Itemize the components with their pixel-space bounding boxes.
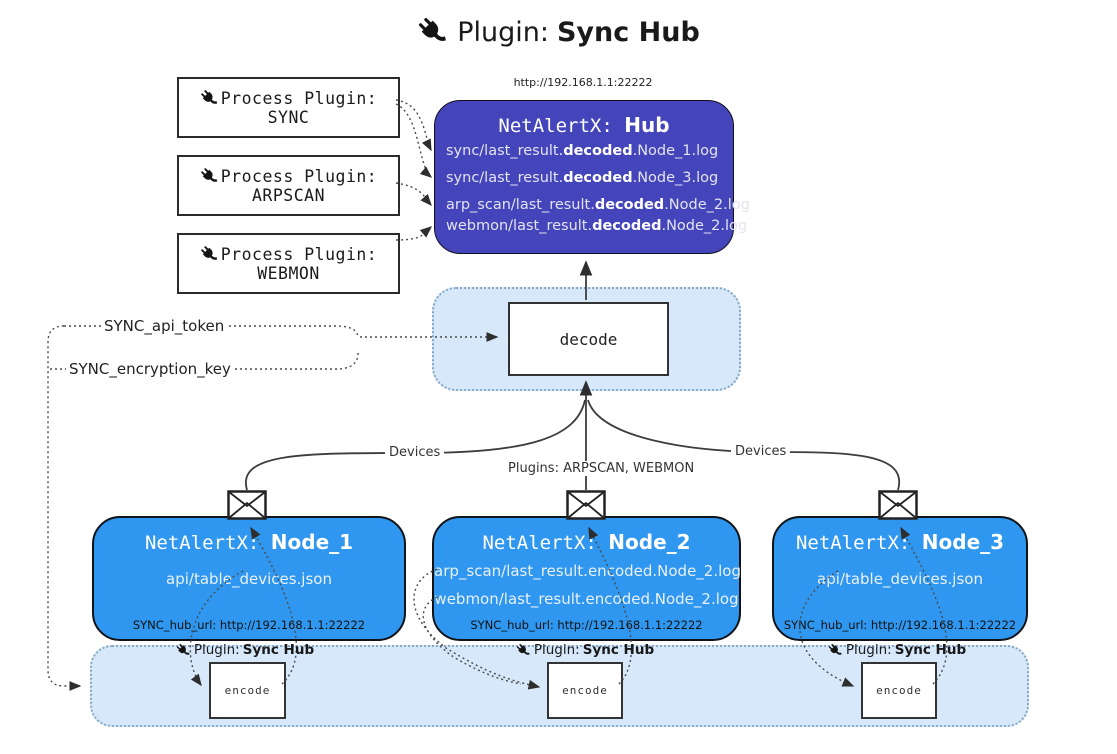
log-mid: decoded (592, 218, 662, 234)
badge-bold: Sync Hub (894, 642, 967, 658)
envelope-icon (878, 490, 918, 520)
node-title-bold: Node_3 (921, 530, 1005, 554)
edge-label-plugins: Plugins: ARPSCAN, WEBMON (504, 461, 699, 476)
log-mid: decoded (594, 197, 665, 213)
process-plugin-webmon: Process Plugin: WEBMON (177, 233, 400, 294)
decode-box: decode (508, 302, 669, 376)
sync-hub-badge: Plugin: Sync Hub (490, 642, 680, 658)
page-title-bold: Sync Hub (556, 16, 700, 48)
edge-webmon-to-log4 (395, 226, 433, 241)
envelope-icon (566, 490, 606, 520)
page-title-label: Plugin: (457, 16, 549, 48)
badge-bold: Sync Hub (582, 642, 655, 658)
node-2-box: NetAlertX: Node_2 arp_scan/last_result.e… (432, 516, 741, 641)
process-plugin-label: Process Plugin: (220, 166, 378, 186)
log-pre: sync/last_result. (446, 143, 564, 159)
log-mid: decoded (563, 170, 633, 186)
node-title-prefix: NetAlertX: (482, 532, 609, 554)
page-title: Plugin: Sync Hub (0, 16, 1117, 48)
node-file: api/table_devices.json (166, 570, 332, 588)
edge-label-devices-left: Devices (385, 445, 445, 460)
log-post: .Node_1.log (632, 143, 719, 159)
edge-sync-to-log1 (395, 99, 432, 152)
hub-title: NetAlertX: Hub (435, 113, 733, 137)
node-hub-url: SYNC_hub_url: http://192.168.1.1:22222 (132, 618, 366, 632)
hub-title-bold: Hub (624, 113, 670, 137)
hub-log-line: webmon/last_result.decoded.Node_2.log (446, 218, 747, 234)
hub-log-line: sync/last_result.decoded.Node_3.log (446, 170, 731, 186)
badge-label: Plugin: (845, 642, 892, 658)
process-plugin-sync: Process Plugin: SYNC (177, 77, 400, 138)
node-1-box: NetAlertX: Node_1 api/table_devices.json… (92, 516, 406, 641)
hub-url-label: http://192.168.1.1:22222 (513, 76, 653, 89)
log-post: .Node_2.log (661, 218, 748, 234)
node-title-bold: Node_1 (270, 530, 354, 554)
plug-icon (417, 16, 450, 48)
process-plugin-name: ARPSCAN (251, 185, 326, 205)
log-mid: decoded (563, 143, 633, 159)
log-post: .Node_2.log (664, 197, 750, 213)
process-plugin-label: Process Plugin: (220, 244, 378, 264)
node-3-box: NetAlertX: Node_3 api/table_devices.json… (772, 516, 1028, 641)
badge-label: Plugin: (533, 642, 580, 658)
plug-icon (199, 244, 219, 264)
plug-icon (199, 88, 219, 108)
sync-encryption-key-label: SYNC_encryption_key (66, 360, 234, 378)
node-title-prefix: NetAlertX: (795, 532, 922, 554)
node-title: NetAlertX: Node_1 (94, 530, 404, 554)
process-plugin-label: Process Plugin: (220, 88, 378, 108)
encode-box: encode (861, 662, 937, 719)
process-plugin-arpscan: Process Plugin: ARPSCAN (177, 155, 400, 216)
hub-box: NetAlertX: Hub sync/last_result.decoded.… (434, 100, 750, 254)
node-title: NetAlertX: Node_3 (774, 530, 1026, 554)
node-hub-url: SYNC_hub_url: http://192.168.1.1:22222 (470, 618, 703, 632)
edge-secrets-to-bar (47, 325, 82, 691)
hub-log-line: arp_scan/last_result.decoded.Node_2.log (446, 197, 750, 213)
node-hub-url: SYNC_hub_url: http://192.168.1.1:22222 (783, 618, 1017, 632)
plug-icon (175, 642, 191, 658)
plug-icon (199, 166, 219, 186)
edge-arpscan-to-log3 (395, 182, 432, 207)
plug-icon (515, 642, 531, 658)
process-plugin-name: SYNC (267, 107, 310, 127)
node-file: api/table_devices.json (817, 570, 983, 588)
badge-bold: Sync Hub (242, 642, 315, 658)
badge-label: Plugin: (193, 642, 240, 658)
log-post: .Node_3.log (632, 170, 719, 186)
node-file: arp_scan/last_result.encoded.Node_2.log (434, 562, 741, 580)
node-title-prefix: NetAlertX: (144, 532, 271, 554)
edge-sync-to-log2 (395, 103, 433, 178)
encode-box: encode (209, 662, 286, 719)
log-pre: sync/last_result. (446, 170, 564, 186)
hub-title-prefix: NetAlertX: (498, 115, 625, 137)
sync-hub-badge: Plugin: Sync Hub (802, 642, 992, 658)
log-pre: webmon/last_result. (446, 218, 593, 234)
log-pre: arp_scan/last_result. (446, 197, 595, 213)
encode-box: encode (547, 662, 623, 719)
node-title: NetAlertX: Node_2 (434, 530, 739, 554)
envelope-icon (227, 490, 267, 520)
sync-api-token-label: SYNC_api_token (101, 317, 228, 335)
sync-hub-badge: Plugin: Sync Hub (150, 642, 340, 658)
node-file: webmon/last_result.encoded.Node_2.log (434, 590, 739, 608)
node-title-bold: Node_2 (608, 530, 691, 554)
hub-log-line: sync/last_result.decoded.Node_1.log (446, 143, 731, 159)
edge-label-devices-right: Devices (731, 444, 791, 459)
process-plugin-name: WEBMON (257, 263, 320, 283)
plug-icon (827, 642, 843, 658)
